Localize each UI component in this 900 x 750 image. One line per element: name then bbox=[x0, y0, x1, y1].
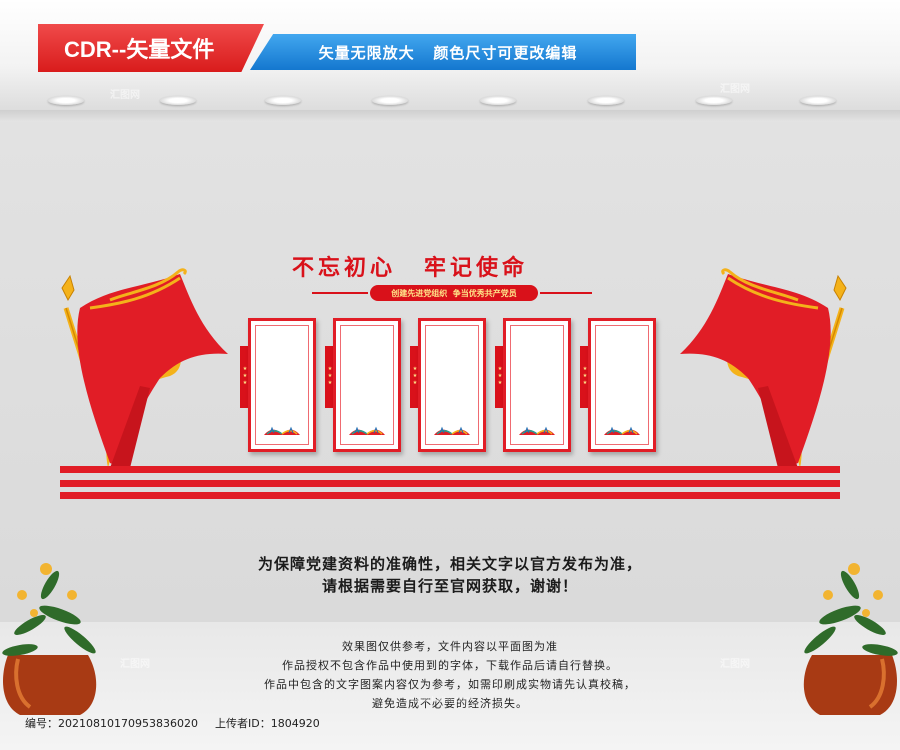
display-panel bbox=[248, 318, 316, 452]
feature-banner-label: 矢量无限放大 颜色尺寸可更改编辑 bbox=[318, 43, 578, 62]
watermark-brand: 汇图网 bbox=[120, 659, 150, 670]
panel-inner-frame bbox=[510, 325, 564, 445]
watermark-brand: 汇图网 bbox=[430, 354, 460, 365]
headline-left: 不忘初心 bbox=[292, 255, 397, 281]
left-flag-decoration bbox=[61, 268, 228, 469]
number-label: 编号： bbox=[25, 717, 58, 730]
notice-line-1: 为保障党建资料的准确性，相关文字以官方发布为准， bbox=[257, 555, 642, 573]
display-panel bbox=[503, 318, 571, 452]
floor bbox=[0, 622, 900, 750]
panel-inner-frame bbox=[595, 325, 649, 445]
watermark-brand: 汇图网 bbox=[720, 84, 750, 95]
disclaimer-line-4: 避免造成不必要的经济损失。 bbox=[372, 697, 528, 710]
watermark-site: www.huitu.com bbox=[410, 695, 472, 704]
disclaimer-line-1: 效果图仅供参考，文件内容以平面图为准 bbox=[342, 640, 558, 653]
number-value: 20210810170953836020 bbox=[58, 717, 198, 730]
disclaimer-line-3: 作品中包含的文字图案内容仅为参考，如需印刷成实物请先认真校稿， bbox=[264, 678, 636, 691]
ceiling-edge bbox=[0, 110, 900, 122]
book-icon bbox=[519, 426, 555, 435]
watermark: 汇图网 bbox=[720, 80, 750, 95]
watermark: 汇图网 bbox=[120, 655, 150, 670]
ceiling-light bbox=[588, 96, 624, 105]
right-plant-decoration bbox=[803, 563, 898, 715]
watermark: 汇图网 bbox=[110, 86, 140, 101]
panel-side-tab: ★★★ bbox=[495, 346, 505, 408]
slogan-line-right bbox=[540, 292, 592, 294]
right-flag-decoration bbox=[680, 268, 847, 469]
footer-info: 编号：20210810170953836020 上传者ID：1804920 bbox=[25, 715, 525, 731]
slogan-text: 创建先进党组织 争当优秀共产党员 bbox=[391, 288, 517, 298]
watermark: 汇图网 bbox=[430, 350, 460, 365]
uploader-value: 1804920 bbox=[270, 717, 320, 730]
watermark: 汇图网 bbox=[720, 655, 750, 670]
panel-side-tab: ★★★ bbox=[580, 346, 590, 408]
display-panel bbox=[588, 318, 656, 452]
display-rail-middle bbox=[60, 480, 840, 487]
watermark-brand: 汇图网 bbox=[110, 90, 140, 101]
display-rail-top bbox=[60, 466, 840, 473]
panel-inner-frame bbox=[425, 325, 479, 445]
ceiling-light bbox=[800, 96, 836, 105]
book-icon bbox=[604, 426, 640, 435]
slogan-pill: 创建先进党组织 争当优秀共产党员 bbox=[370, 285, 538, 301]
slogan-ribbon: 创建先进党组织 争当优秀共产党员 bbox=[312, 284, 592, 302]
watermark-brand: 汇图网 bbox=[720, 659, 750, 670]
panel-side-tab: ★★★ bbox=[240, 346, 250, 408]
disclaimer-line-2: 作品授权不包含作品中使用到的字体，下载作品后请自行替换。 bbox=[282, 659, 618, 672]
ceiling-light bbox=[160, 96, 196, 105]
ceiling-light bbox=[265, 96, 301, 105]
book-icon bbox=[264, 426, 300, 435]
left-plant-decoration bbox=[2, 563, 97, 715]
ceiling-light bbox=[480, 96, 516, 105]
ceiling-light bbox=[696, 96, 732, 105]
headline: 不忘初心 牢记使命 bbox=[292, 250, 612, 284]
book-icon bbox=[434, 426, 470, 435]
panel-inner-frame bbox=[340, 325, 394, 445]
watermark-site-text: www.huitu.com bbox=[410, 695, 472, 704]
disclaimer: 效果图仅供参考，文件内容以平面图为准 作品授权不包含作品中使用到的字体，下载作品… bbox=[0, 637, 900, 713]
display-panel bbox=[418, 318, 486, 452]
slogan-line-left bbox=[312, 292, 368, 294]
book-icon bbox=[349, 426, 385, 435]
notice-line-2: 请根据需要自行至官网获取，谢谢！ bbox=[321, 577, 578, 595]
panel-side-tab: ★★★ bbox=[410, 346, 420, 408]
display-rail-bottom bbox=[60, 492, 840, 499]
accuracy-notice: 为保障党建资料的准确性，相关文字以官方发布为准， 请根据需要自行至官网获取，谢谢… bbox=[0, 553, 900, 597]
headline-right: 牢记使命 bbox=[424, 255, 529, 281]
format-banner-label: CDR--矢量文件 bbox=[64, 37, 215, 62]
display-panel bbox=[333, 318, 401, 452]
uploader-label: 上传者ID： bbox=[214, 717, 271, 730]
feature-banner: 矢量无限放大 颜色尺寸可更改编辑 bbox=[250, 34, 636, 70]
ceiling-light bbox=[48, 96, 84, 105]
panel-side-tab: ★★★ bbox=[325, 346, 335, 408]
ceiling-light bbox=[372, 96, 408, 105]
format-banner: CDR--矢量文件 bbox=[38, 24, 264, 72]
panel-inner-frame bbox=[255, 325, 309, 445]
